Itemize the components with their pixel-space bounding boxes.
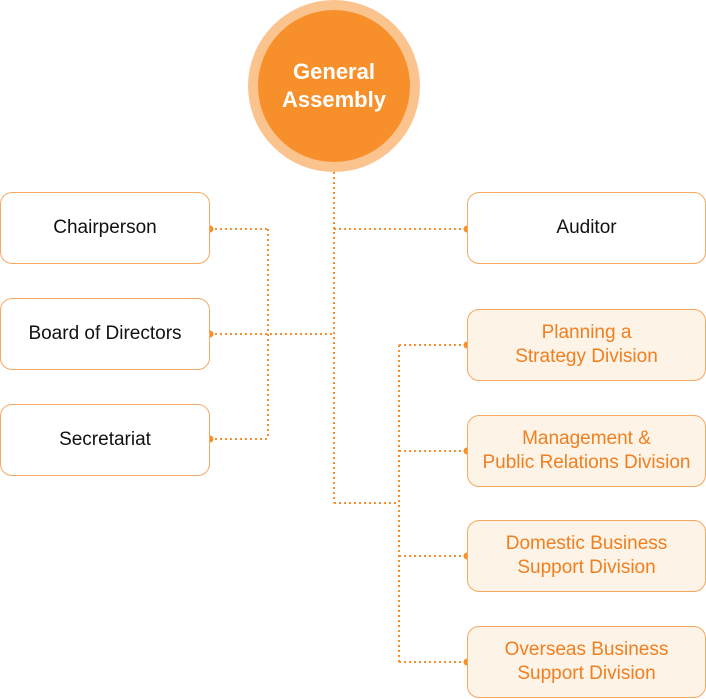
general-assembly-label: General Assembly: [282, 59, 386, 112]
chairperson-label: Chairperson: [53, 217, 157, 238]
board-of-directors-label: Board of Directors: [28, 323, 182, 344]
overseas-business-division-label: Overseas Business Support Division: [504, 639, 669, 684]
domestic-business-division-label: Domestic Business Support Division: [505, 533, 668, 578]
overseas-business-division-box: Overseas Business Support Division: [467, 626, 706, 698]
secretariat-label: Secretariat: [59, 429, 151, 450]
planning-strategy-division-label: Planning a Strategy Division: [515, 322, 658, 367]
management-pr-division-box: Management & Public Relations Division: [467, 415, 706, 487]
chairperson-box: Chairperson: [0, 192, 210, 264]
auditor-box: Auditor: [467, 192, 706, 264]
secretariat-box: Secretariat: [0, 404, 210, 476]
domestic-business-division-box: Domestic Business Support Division: [467, 520, 706, 592]
board-of-directors-box: Board of Directors: [0, 298, 210, 370]
general-assembly-core: General Assembly: [258, 10, 410, 162]
management-pr-division-label: Management & Public Relations Division: [482, 428, 691, 473]
planning-strategy-division-box: Planning a Strategy Division: [467, 309, 706, 381]
general-assembly-node: General Assembly: [248, 0, 420, 172]
auditor-label: Auditor: [556, 217, 617, 238]
